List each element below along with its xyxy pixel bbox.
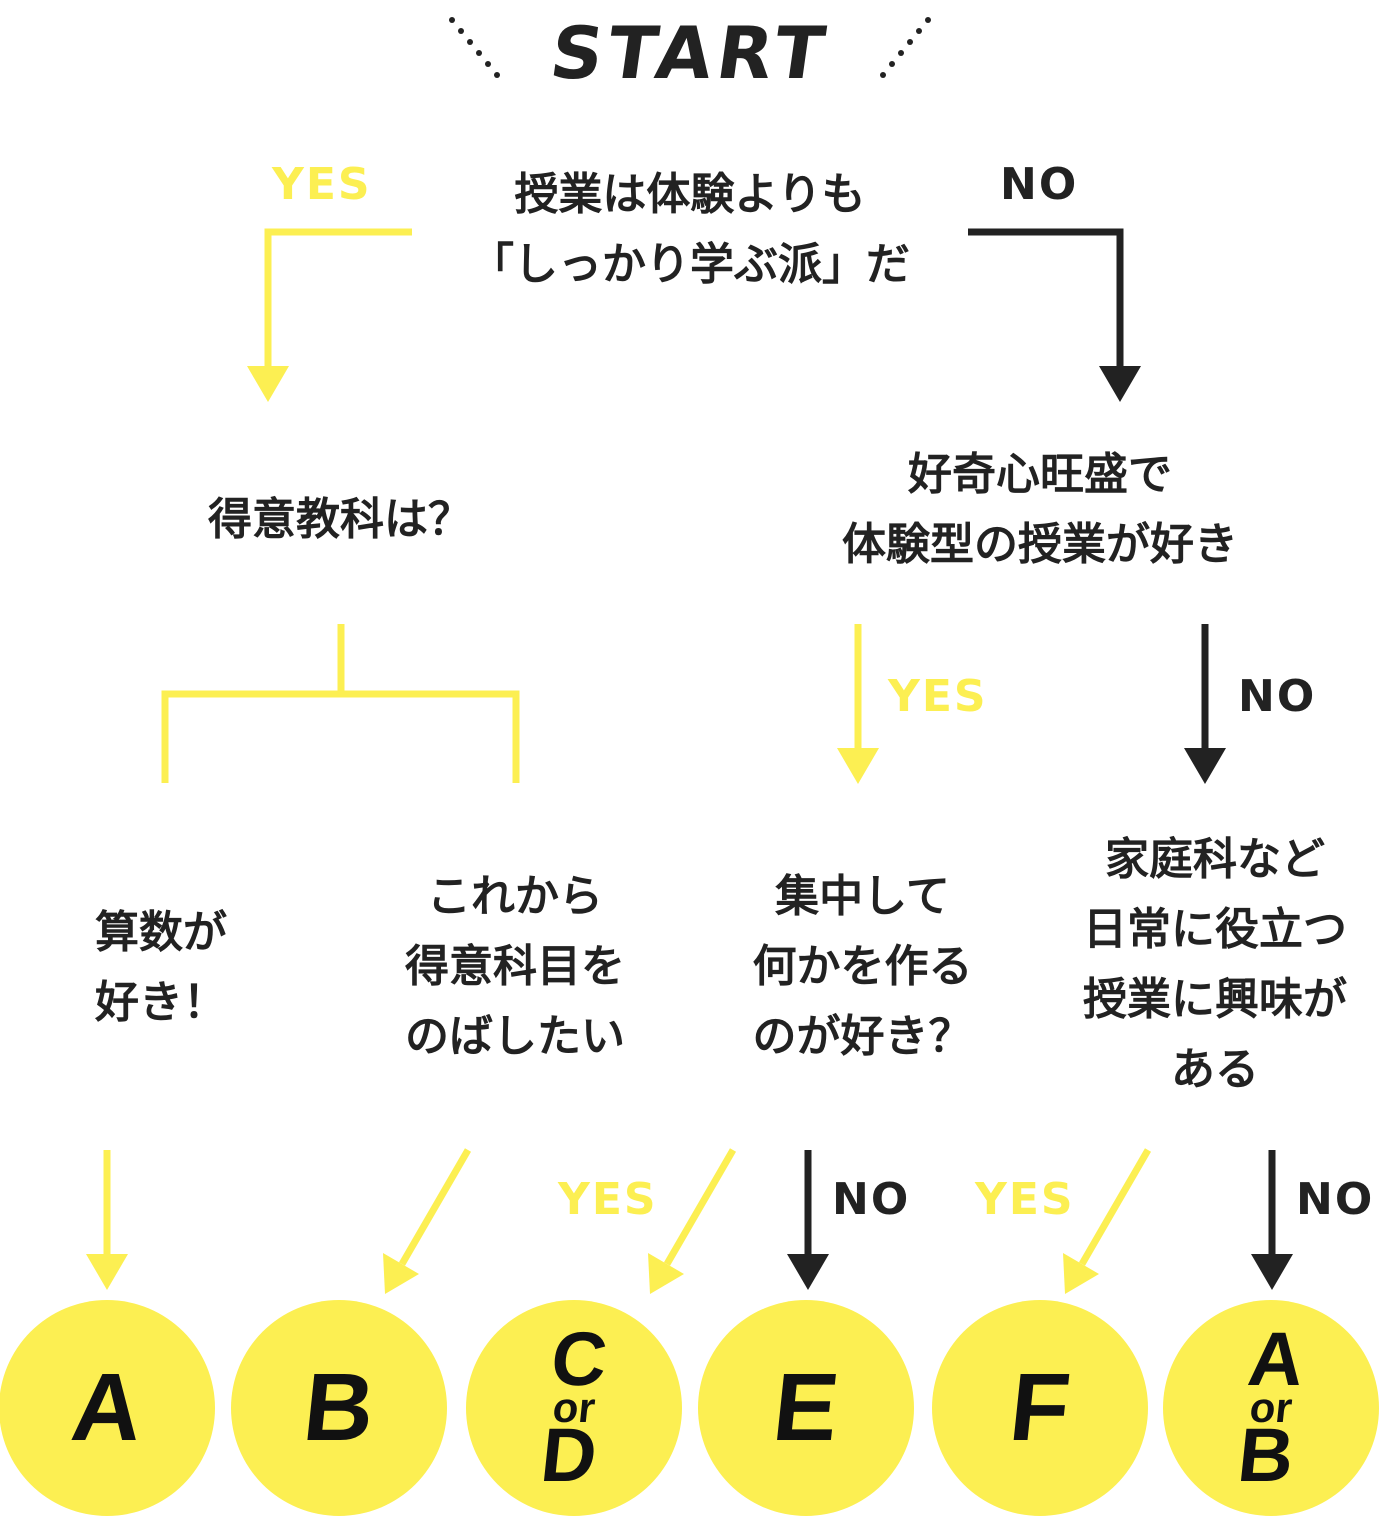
start-title: START <box>545 11 835 95</box>
q1-yes-arrowhead <box>247 366 289 402</box>
q7-no-label: NO <box>1296 1174 1375 1225</box>
result-e-letter: E <box>768 1353 844 1461</box>
result-d-letter: D <box>537 1412 601 1498</box>
result-f: F <box>921 1300 1160 1516</box>
result-c-or-d: C or D <box>455 1300 694 1516</box>
result-e: E <box>687 1300 926 1516</box>
result-a-or-b-bottom-letter: B <box>1234 1412 1298 1498</box>
result-f-letter: F <box>1005 1353 1076 1461</box>
result-b-letter: B <box>298 1353 380 1461</box>
q6-no-label: NO <box>832 1174 911 1225</box>
result-a-or-b-circle <box>1163 1300 1379 1516</box>
question-grow-subject: これから 得意科目を のばしたい <box>405 871 625 1062</box>
question-likes-making: 集中して 何かを作る のが好き？ <box>752 871 973 1062</box>
q6-yes-label: YES <box>558 1174 658 1225</box>
q7-yes-arrowhead <box>1063 1253 1099 1294</box>
q1-no-arrowhead <box>1099 366 1141 402</box>
start-left-dots <box>449 17 500 78</box>
q3-yes-arrowhead <box>837 748 879 784</box>
result-a: A <box>0 1300 226 1516</box>
q3-yes-label: YES <box>888 671 988 722</box>
result-a-letter: A <box>66 1353 148 1461</box>
result-a-or-b: A or B <box>1152 1300 1380 1516</box>
result-c-or-d-circle <box>466 1300 682 1516</box>
result-e-circle <box>698 1300 914 1516</box>
q1-yes-connector <box>264 228 412 370</box>
q3-no-arrowhead <box>1184 748 1226 784</box>
question-curious-hands-on: 好奇心旺盛で 体験型の授業が好き <box>842 449 1238 570</box>
question-study-style: 授業は体験よりも 「しっかり学ぶ派」だ <box>470 169 910 290</box>
q6-no-arrowhead <box>787 1254 829 1290</box>
q7-yes-label: YES <box>975 1174 1075 1225</box>
q5-to-b-arrowhead <box>383 1253 419 1294</box>
result-a-circle <box>0 1300 215 1516</box>
result-f-circle <box>932 1300 1148 1516</box>
q6-yes-arrowhead <box>648 1253 684 1294</box>
question-likes-math: 算数が 好き！ <box>95 907 227 1028</box>
q5-to-b-connector <box>398 1148 472 1266</box>
q3-no-label: NO <box>1238 671 1317 722</box>
result-a-or-b-top-letter: A <box>1244 1316 1309 1402</box>
start-right-dots <box>880 17 931 78</box>
result-b: B <box>220 1300 459 1516</box>
result-b-circle <box>231 1300 447 1516</box>
question-best-subject: 得意教科は？ <box>208 494 472 545</box>
q4-to-a-arrowhead <box>86 1254 128 1290</box>
result-c-letter: C <box>547 1316 612 1402</box>
q1-no-label: NO <box>1000 159 1079 210</box>
q2-split-bracket <box>161 690 520 783</box>
q6-yes-connector <box>663 1148 737 1266</box>
q1-yes-label: YES <box>272 159 372 210</box>
q1-no-connector <box>968 228 1124 370</box>
q7-no-arrowhead <box>1251 1254 1293 1290</box>
question-daily-life-classes: 家庭科など 日常に役立つ 授業に興味が ある <box>1083 834 1347 1095</box>
q7-yes-connector <box>1078 1148 1152 1266</box>
